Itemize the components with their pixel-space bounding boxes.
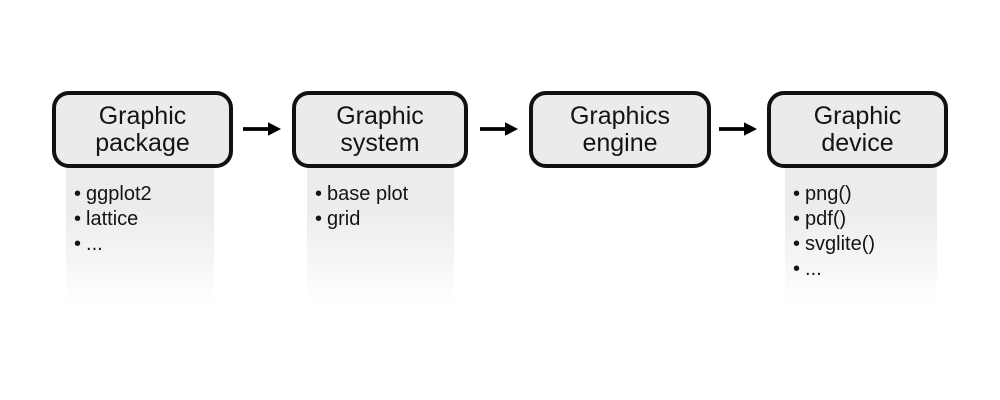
list-item: ... — [74, 232, 214, 257]
stage-box: Graphic package — [52, 91, 233, 168]
stage-title-line: engine — [582, 128, 658, 157]
stage-title-line: Graphic — [336, 101, 424, 130]
stage-item-list: png() pdf() svglite() ... — [785, 167, 937, 282]
list-item: ggplot2 — [74, 182, 214, 207]
list-item: pdf() — [793, 207, 937, 232]
stage-title-line: Graphic — [98, 101, 187, 130]
list-item: grid — [315, 207, 454, 232]
list-item: base plot — [315, 182, 454, 207]
arrow-right-icon — [719, 120, 757, 138]
stage-shadow-list: ggplot2 lattice ... — [66, 167, 214, 304]
arrow-right-icon — [243, 120, 281, 138]
stage-item-list: ggplot2 lattice ... — [66, 167, 214, 257]
stage-box: Graphic device — [767, 91, 948, 168]
stage-item-list: base plot grid — [307, 167, 454, 232]
stage-title-line: package — [95, 128, 190, 157]
stage-box: Graphics engine — [529, 91, 711, 168]
list-item: ... — [793, 257, 937, 282]
stage-box: Graphic system — [292, 91, 468, 168]
list-item: lattice — [74, 207, 214, 232]
arrow-right-icon — [480, 120, 518, 138]
stage-title-line: system — [340, 128, 420, 157]
stage-shadow-list: base plot grid — [307, 167, 454, 304]
list-item: png() — [793, 182, 937, 207]
stage-title-line: Graphic — [813, 101, 902, 130]
list-item: svglite() — [793, 232, 937, 257]
stage-shadow-list: png() pdf() svglite() ... — [785, 167, 937, 304]
stage-title-line: device — [821, 128, 894, 157]
stage-title-line: Graphics — [569, 101, 671, 130]
